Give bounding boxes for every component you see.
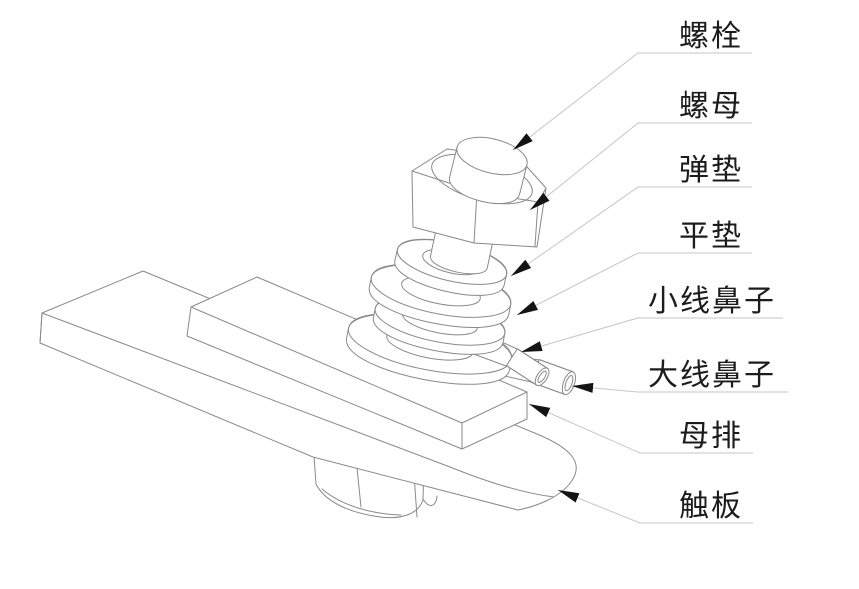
part-label-large-wire-lug: 大线鼻子 xyxy=(648,358,776,393)
arrowhead xyxy=(517,301,538,315)
leader-flat-washer: 平垫 xyxy=(516,219,752,316)
leader-line xyxy=(557,489,753,524)
arrowhead xyxy=(513,133,533,150)
leader-line xyxy=(510,186,752,277)
leader-line xyxy=(571,385,788,393)
part-label-flat-washer: 平垫 xyxy=(679,219,743,254)
part-label-small-wire-lug: 小线鼻子 xyxy=(648,284,776,319)
arrowhead xyxy=(529,404,551,418)
leader-line xyxy=(520,317,783,353)
arrowhead xyxy=(521,341,543,352)
leader-nut: 螺母 xyxy=(529,89,752,211)
leader-group: 螺栓 螺母 弹垫 平垫 小线鼻子 大线鼻子 xyxy=(510,19,788,524)
small-lug-barrel xyxy=(505,348,550,387)
arrowhead xyxy=(530,192,550,210)
arrowhead xyxy=(511,259,532,276)
leader-contact-plate: 触板 xyxy=(557,489,753,524)
busbar-drawing xyxy=(186,276,528,450)
leader-line xyxy=(516,252,752,316)
part-label-contact-plate: 触板 xyxy=(679,489,743,524)
part-label-spring-washer: 弹垫 xyxy=(679,153,743,188)
leader-busbar: 母排 xyxy=(528,403,753,454)
leader-line xyxy=(512,52,752,151)
leader-small-wire-lug: 小线鼻子 xyxy=(520,284,783,353)
part-label-nut: 螺母 xyxy=(679,89,743,124)
arrowhead xyxy=(572,382,594,393)
arrowhead xyxy=(558,490,580,503)
leader-bolt: 螺栓 xyxy=(512,19,752,151)
part-label-bolt: 螺栓 xyxy=(679,19,743,54)
part-label-busbar: 母排 xyxy=(679,419,743,454)
contact-plate-drawing xyxy=(39,270,577,511)
leader-spring-washer: 弹垫 xyxy=(510,153,752,277)
leader-line xyxy=(529,122,752,211)
leader-large-wire-lug: 大线鼻子 xyxy=(571,358,788,393)
leader-line xyxy=(528,403,753,454)
bolt-drawing xyxy=(449,136,528,204)
